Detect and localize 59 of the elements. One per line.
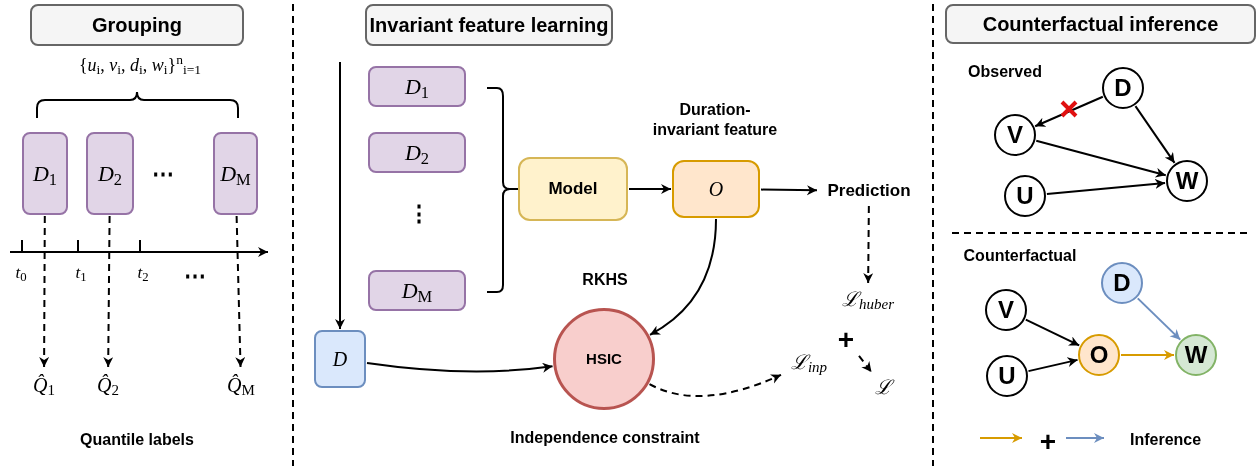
arrow — [39, 215, 50, 368]
subsection-label: Counterfactual — [962, 246, 1078, 266]
arrow — [1027, 357, 1079, 373]
arrow — [858, 354, 873, 373]
graph-node: W — [1166, 160, 1208, 202]
arrow — [648, 373, 782, 398]
arrow — [366, 361, 554, 373]
quantile-symbol: Q̂$_{1}$ — [24, 368, 64, 402]
graph-node: D — [1101, 262, 1143, 304]
arrow — [760, 185, 818, 196]
loss-symbol: ℒ — [870, 373, 896, 401]
subsection-label: Observed — [967, 62, 1043, 82]
graph-node: W — [1175, 334, 1217, 376]
quantile-symbol: Q̂$_{M}$ — [218, 368, 264, 402]
node-caption: Duration-invariant feature — [651, 100, 779, 140]
graph-node: D — [1102, 67, 1144, 109]
ellipsis: ⋮ — [407, 200, 431, 228]
arrow — [103, 215, 114, 368]
arrow — [1120, 350, 1175, 360]
graph-node: V — [994, 114, 1036, 156]
arrow — [235, 215, 246, 368]
graph-node: U — [1004, 175, 1046, 217]
arrow — [863, 205, 874, 284]
section-header: Invariant feature learning — [365, 4, 613, 46]
arrow — [335, 61, 345, 330]
model-box: Model — [518, 157, 628, 221]
graph-node: V — [985, 289, 1027, 331]
data-group-box: D$_{2}$ — [368, 132, 466, 173]
arrow — [649, 218, 717, 336]
tick-label: t$_{2}$ — [136, 262, 150, 284]
plus-sign: + — [834, 322, 858, 356]
tick-label: t$_{0}$ — [14, 262, 28, 284]
data-group-box: D$_{M}$ — [213, 132, 258, 215]
tick-label: t$_{1}$ — [74, 262, 88, 284]
data-group-box: D$_{M}$ — [368, 270, 466, 311]
output-text: Prediction — [818, 177, 920, 205]
plus-sign: + — [1038, 425, 1058, 459]
node-caption: RKHS — [581, 270, 629, 290]
section-header: Counterfactual inference — [945, 4, 1256, 44]
section-header: Grouping — [30, 4, 244, 46]
arrow — [1035, 139, 1167, 178]
loss-symbol: ℒ$_{huber}$ — [830, 284, 906, 314]
legend-text: Inference — [1130, 430, 1202, 450]
arrow — [1136, 297, 1182, 341]
caption-text: Quantile labels — [79, 430, 195, 450]
arrow — [1045, 178, 1167, 195]
duration-box: D — [314, 330, 366, 388]
feature-box: O — [672, 160, 760, 218]
data-group-box: D$_{1}$ — [22, 132, 68, 215]
data-group-box: D$_{1}$ — [368, 66, 466, 107]
arrow — [628, 184, 672, 194]
ellipsis: ⋯ — [183, 262, 207, 290]
quantile-symbol: Q̂$_{2}$ — [88, 368, 128, 402]
data-group-box: D$_{2}$ — [86, 132, 134, 215]
loss-symbol: ℒ$_{inp}$ — [782, 347, 836, 377]
graph-node: O — [1078, 334, 1120, 376]
node-caption: Independence constraint — [509, 428, 701, 448]
graph-node: U — [986, 355, 1028, 397]
ellipsis: ⋯ — [151, 160, 175, 188]
